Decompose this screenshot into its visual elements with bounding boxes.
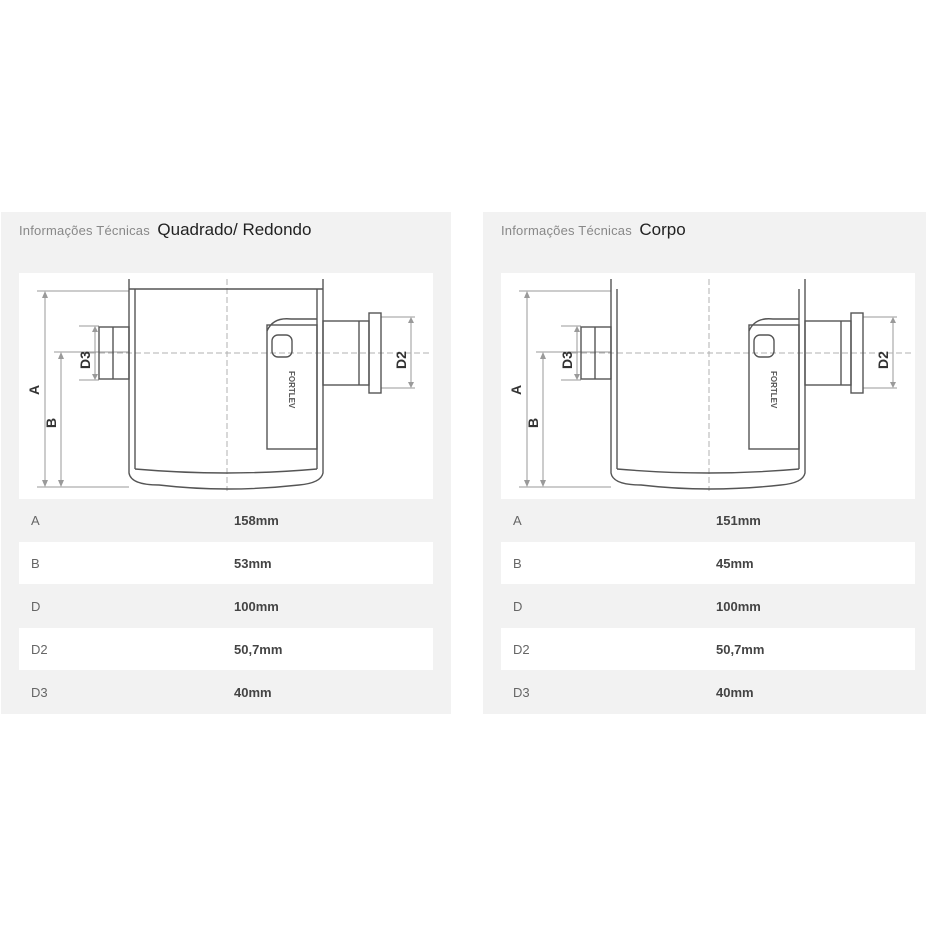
table-row: B 53mm <box>19 542 433 584</box>
table-row: D 100mm <box>501 585 915 627</box>
row-key: A <box>513 512 522 528</box>
row-key: D3 <box>31 684 48 700</box>
panel-title: Informações Técnicas Corpo <box>501 220 686 244</box>
label-a: A <box>508 385 524 395</box>
row-value: 45mm <box>716 555 754 571</box>
container-body <box>128 279 324 490</box>
row-key: D3 <box>513 684 530 700</box>
panel-title-prefix: Informações Técnicas <box>19 223 150 238</box>
panel-title-main: Quadrado/ Redondo <box>157 220 312 239</box>
table-row: A 158mm <box>19 499 433 541</box>
label-d2: D2 <box>393 351 409 369</box>
panel-title: Informações Técnicas Quadrado/ Redondo <box>19 220 311 244</box>
panel-title-prefix: Informações Técnicas <box>501 223 632 238</box>
container-body <box>610 279 806 490</box>
table-row: D3 40mm <box>19 671 433 713</box>
row-value: 50,7mm <box>234 641 283 657</box>
label-a: A <box>26 385 42 395</box>
row-key: D2 <box>513 641 530 657</box>
row-key: B <box>513 555 522 571</box>
technical-drawing: A B D3 D2 FORTLEV <box>501 273 915 499</box>
row-key: A <box>31 512 40 528</box>
drawing-svg: A B D3 D2 FORTLEV <box>26 279 429 491</box>
table-row: A 151mm <box>501 499 915 541</box>
table-row: B 45mm <box>501 542 915 584</box>
tech-info-panel-quadrado: Informações Técnicas Quadrado/ Redondo <box>1 212 451 714</box>
internal-siphon <box>266 324 318 450</box>
brand-mark: FORTLEV <box>769 371 778 409</box>
row-key: D <box>513 598 523 614</box>
row-value: 100mm <box>234 598 279 614</box>
internal-siphon <box>748 324 800 450</box>
row-value: 40mm <box>234 684 272 700</box>
row-value: 40mm <box>716 684 754 700</box>
row-key: B <box>31 555 40 571</box>
technical-drawing: A B D3 D2 FORTLEV <box>19 273 433 499</box>
row-key: D2 <box>31 641 48 657</box>
table-row: D2 50,7mm <box>501 628 915 670</box>
inlet-d3 <box>580 326 612 380</box>
row-value: 158mm <box>234 512 279 528</box>
table-row: D2 50,7mm <box>19 628 433 670</box>
row-value: 151mm <box>716 512 761 528</box>
inlet-d3 <box>98 326 130 380</box>
label-d3: D3 <box>77 351 93 369</box>
label-d3: D3 <box>559 351 575 369</box>
row-key: D <box>31 598 41 614</box>
drawing-svg: A B D3 D2 FORTLEV <box>508 279 911 491</box>
row-value: 50,7mm <box>716 641 765 657</box>
panel-title-main: Corpo <box>639 220 686 239</box>
table-row: D 100mm <box>19 585 433 627</box>
row-value: 100mm <box>716 598 761 614</box>
tech-info-panel-corpo: Informações Técnicas Corpo <box>483 212 926 714</box>
label-b: B <box>43 418 59 428</box>
label-b: B <box>525 418 541 428</box>
label-d2: D2 <box>875 351 891 369</box>
table-row: D3 40mm <box>501 671 915 713</box>
brand-mark: FORTLEV <box>287 371 296 409</box>
row-value: 53mm <box>234 555 272 571</box>
